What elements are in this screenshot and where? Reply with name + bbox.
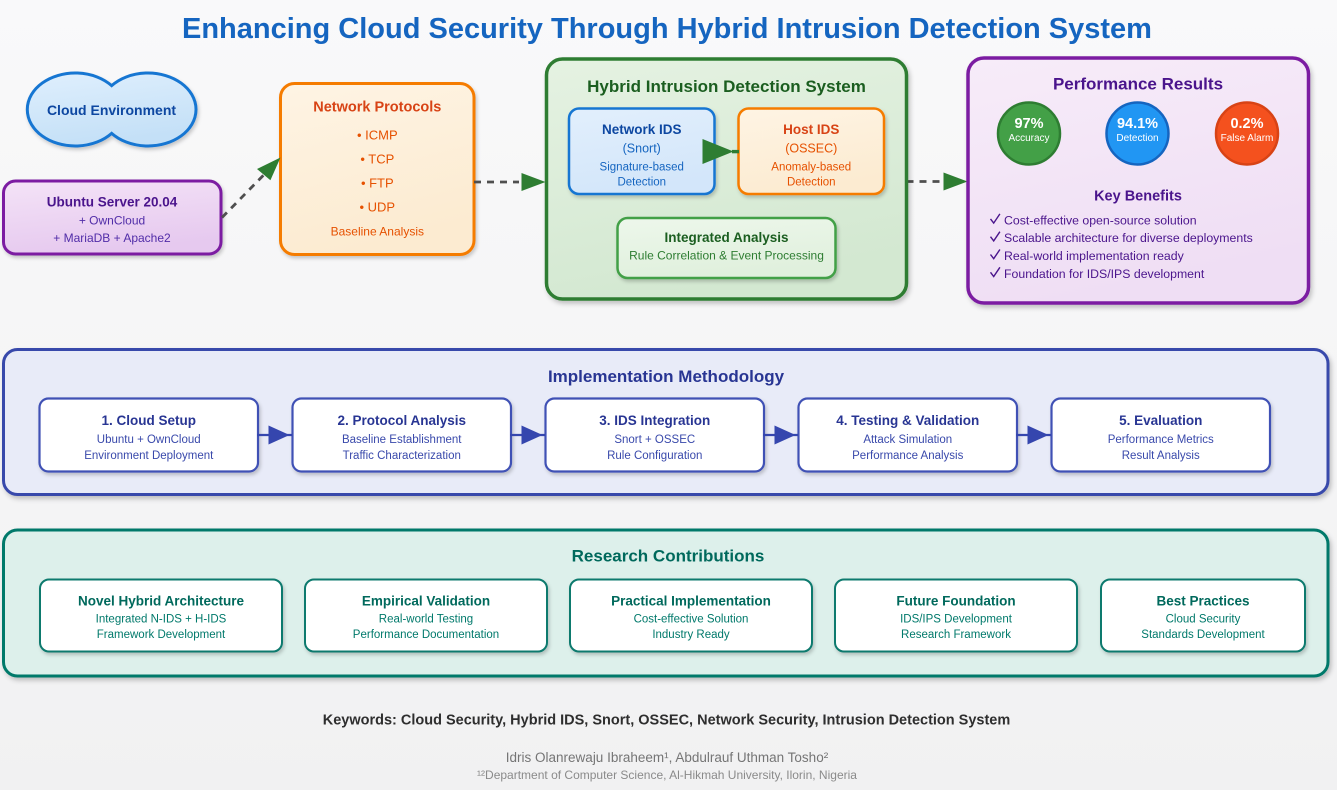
svg-text:Baseline Establishment: Baseline Establishment: [342, 434, 462, 446]
svg-text:Attack Simulation: Attack Simulation: [863, 434, 952, 446]
svg-text:Performance Results: Performance Results: [1053, 75, 1223, 94]
svg-text:Idris Olanrewaju Ibraheem¹, Ab: Idris Olanrewaju Ibraheem¹, Abdulrauf Ut…: [506, 750, 829, 765]
svg-text:+ OwnCloud: + OwnCloud: [79, 214, 145, 228]
svg-text:Real-world implementation read: Real-world implementation ready: [1004, 249, 1185, 263]
svg-text:• FTP: • FTP: [361, 176, 394, 191]
svg-text:Baseline Analysis: Baseline Analysis: [331, 225, 424, 239]
svg-text:Best Practices: Best Practices: [1156, 594, 1249, 609]
svg-text:Key Benefits: Key Benefits: [1094, 189, 1182, 205]
svg-text:Framework Development: Framework Development: [97, 629, 226, 641]
svg-text:Ubuntu + OwnCloud: Ubuntu + OwnCloud: [97, 434, 201, 446]
svg-text:Rule Correlation & Event Proce: Rule Correlation & Event Processing: [629, 249, 824, 263]
svg-text:• UDP: • UDP: [359, 200, 395, 215]
svg-text:Accuracy: Accuracy: [1008, 133, 1049, 144]
svg-text:Environment Deployment: Environment Deployment: [84, 450, 214, 462]
svg-text:Detection: Detection: [787, 177, 836, 189]
svg-text:1. Cloud Setup: 1. Cloud Setup: [102, 413, 197, 428]
svg-text:Traffic Characterization: Traffic Characterization: [343, 450, 461, 462]
svg-text:Research Framework: Research Framework: [901, 629, 1011, 641]
svg-text:Implementation Methodology: Implementation Methodology: [548, 367, 785, 386]
svg-text:Rule Configuration: Rule Configuration: [607, 450, 702, 462]
svg-text:False Alarm: False Alarm: [1221, 133, 1274, 144]
svg-text:Scalable architecture for dive: Scalable architecture for diverse deploy…: [1004, 231, 1253, 245]
svg-text:• ICMP: • ICMP: [357, 128, 398, 143]
svg-text:Hybrid Intrusion Detection Sys: Hybrid Intrusion Detection System: [587, 77, 866, 96]
svg-text:Performance Metrics: Performance Metrics: [1108, 434, 1214, 446]
svg-text:Ubuntu Server 20.04: Ubuntu Server 20.04: [47, 195, 178, 210]
svg-text:Detection: Detection: [1116, 133, 1158, 144]
svg-text:2. Protocol Analysis: 2. Protocol Analysis: [337, 413, 466, 428]
svg-text:Research Contributions: Research Contributions: [572, 547, 765, 566]
svg-text:Cloud Security: Cloud Security: [1166, 614, 1241, 626]
svg-text:0.2%: 0.2%: [1230, 116, 1263, 132]
svg-text:Network IDS: Network IDS: [602, 122, 682, 137]
svg-text:3. IDS Integration: 3. IDS Integration: [599, 413, 710, 428]
svg-text:Performance Analysis: Performance Analysis: [852, 450, 963, 462]
svg-text:94.1%: 94.1%: [1117, 116, 1158, 132]
svg-text:Industry Ready: Industry Ready: [652, 629, 730, 641]
svg-text:(Snort): (Snort): [623, 142, 661, 156]
svg-text:• TCP: • TCP: [360, 152, 394, 167]
svg-text:Network Protocols: Network Protocols: [313, 100, 441, 116]
svg-text:Detection: Detection: [617, 177, 666, 189]
svg-text:IDS/IPS Development: IDS/IPS Development: [900, 614, 1013, 626]
svg-text:Foundation for IDS/IPS develop: Foundation for IDS/IPS development: [1004, 267, 1205, 281]
svg-text:Host IDS: Host IDS: [783, 122, 839, 137]
svg-text:4. Testing & Validation: 4. Testing & Validation: [836, 413, 979, 428]
svg-text:Cost-effective Solution: Cost-effective Solution: [634, 614, 749, 626]
svg-text:Signature-based: Signature-based: [600, 162, 684, 174]
svg-text:Novel Hybrid Architecture: Novel Hybrid Architecture: [78, 594, 245, 609]
svg-text:+ MariaDB + Apache2: + MariaDB + Apache2: [53, 231, 171, 245]
svg-text:Empirical Validation: Empirical Validation: [362, 594, 490, 609]
svg-text:97%: 97%: [1014, 116, 1043, 132]
svg-text:Practical Implementation: Practical Implementation: [611, 594, 771, 609]
svg-text:Performance Documentation: Performance Documentation: [353, 629, 499, 641]
svg-text:Real-world Testing: Real-world Testing: [379, 614, 473, 626]
svg-text:Keywords: Cloud Security, Hybr: Keywords: Cloud Security, Hybrid IDS, Sn…: [323, 713, 1011, 729]
svg-text:Result Analysis: Result Analysis: [1122, 450, 1200, 462]
svg-text:Cost-effective open-source sol: Cost-effective open-source solution: [1004, 213, 1197, 227]
svg-text:¹²Department of Computer Scien: ¹²Department of Computer Science, Al-Hik…: [477, 768, 857, 782]
svg-text:Integrated N-IDS + H-IDS: Integrated N-IDS + H-IDS: [96, 614, 227, 626]
svg-text:Snort + OSSEC: Snort + OSSEC: [614, 434, 695, 446]
svg-text:5. Evaluation: 5. Evaluation: [1119, 413, 1202, 428]
svg-text:Enhancing Cloud Security Throu: Enhancing Cloud Security Through Hybrid …: [182, 13, 1152, 45]
svg-text:Anomaly-based: Anomaly-based: [771, 162, 851, 174]
svg-text:(OSSEC): (OSSEC): [785, 142, 837, 156]
svg-text:Future Foundation: Future Foundation: [896, 594, 1015, 609]
svg-text:Standards Development: Standards Development: [1141, 629, 1265, 641]
svg-text:Cloud Environment: Cloud Environment: [47, 102, 176, 118]
svg-text:Integrated Analysis: Integrated Analysis: [664, 230, 788, 245]
